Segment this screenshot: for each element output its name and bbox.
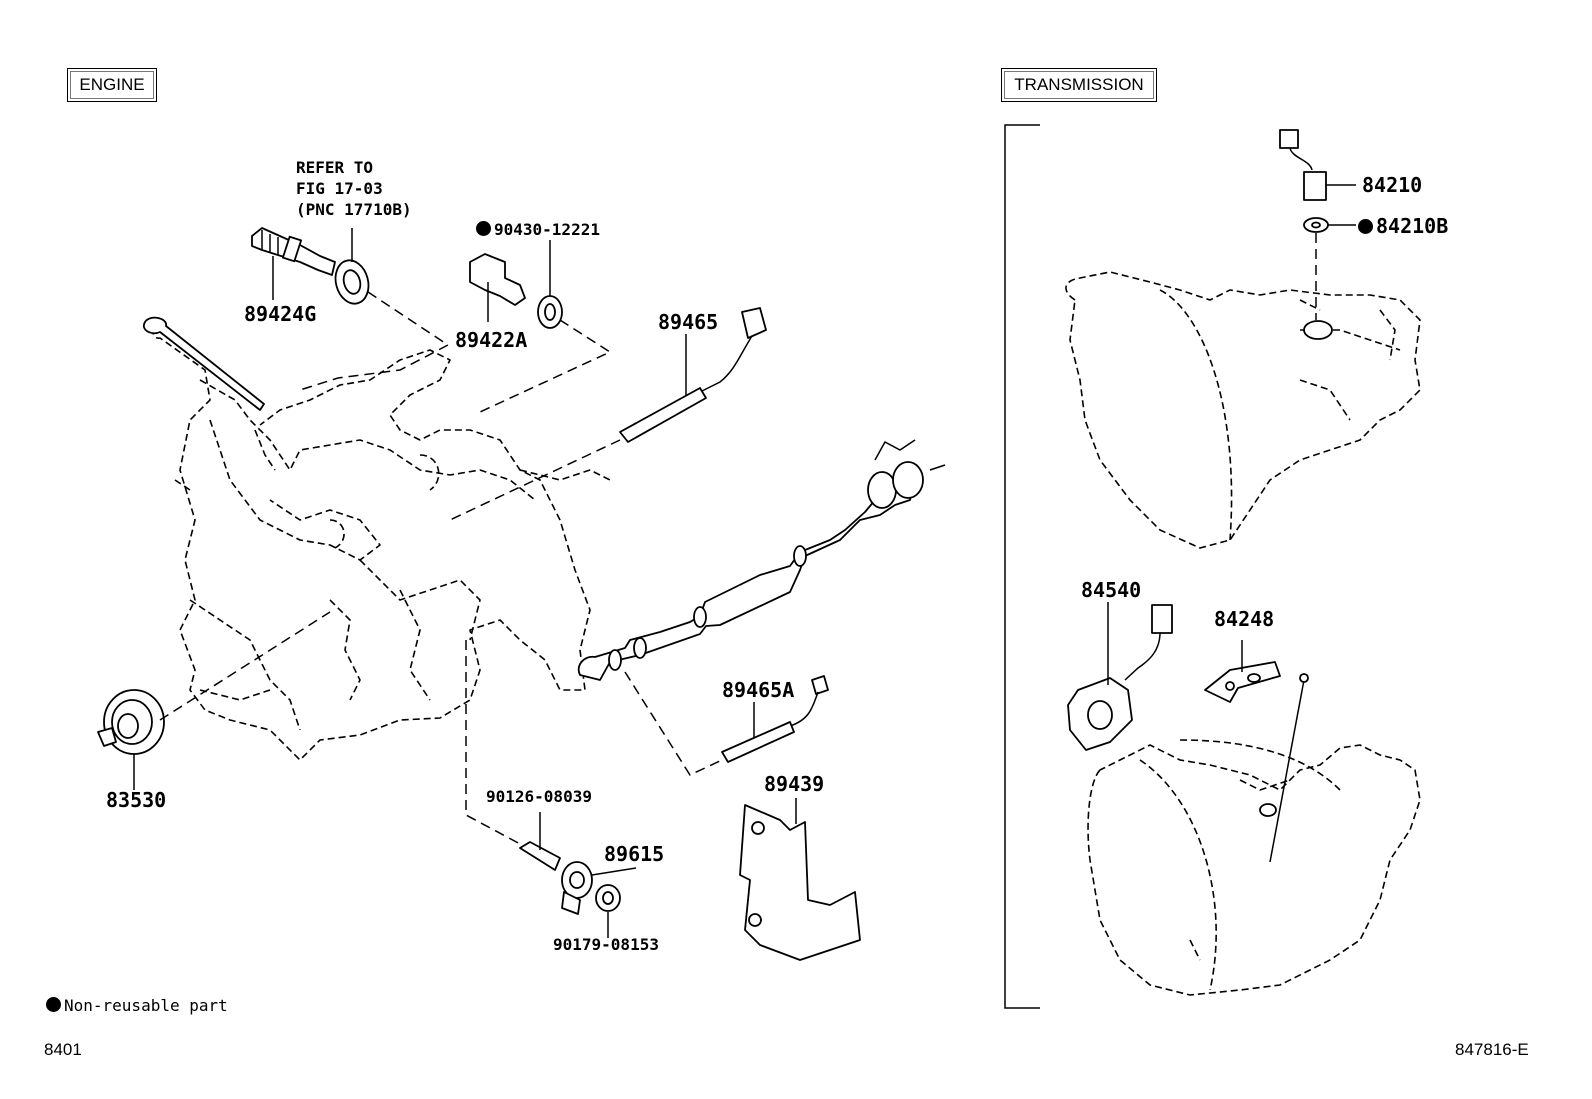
engine-dipstick [142,316,265,411]
refer-note-line3: (PNC 17710B) [296,200,412,219]
leader-89465 [449,439,621,521]
illustration-id: 847816-E [1455,1040,1529,1059]
part-number-84210B: 84210B [1376,214,1449,238]
part-label-84210: 84210 [1362,173,1423,197]
leader-89465A [624,671,723,776]
transmission-bracket-line [1004,124,1040,1009]
part-89465-drawing [619,307,767,443]
part-label-89465: 89465 [658,310,719,334]
part-number-90430: 90430-12221 [494,220,600,239]
part-gasket-drawing [537,240,563,329]
legend-non-reusable: Non-reusable part [46,996,228,1016]
non-reusable-dot-icon [476,221,491,236]
leader-knock-sensor [465,640,523,846]
part-label-90430: 90430-12221 [476,221,600,238]
part-label-89439: 89439 [764,772,825,796]
transmission-lower-outline [1087,739,1421,996]
part-89422A-drawing [469,253,526,322]
refer-note-line2: FIG 17-03 [296,179,383,198]
part-89439-drawing [739,798,861,961]
part-label-84248: 84248 [1214,607,1275,631]
part-84540-drawing [1067,602,1173,751]
part-label-89615: 89615 [604,842,665,866]
section-label-engine: ENGINE [67,68,157,102]
part-label-90126: 90126-08039 [486,787,592,806]
part-89615-drawing [561,861,637,915]
part-label-89465A: 89465A [722,678,795,702]
part-label-89424G: 89424G [244,302,317,326]
refer-note-line1: REFER TO [296,158,374,177]
exhaust-catalyst [577,439,946,681]
leader-89424G [299,291,450,391]
part-label-84540: 84540 [1081,578,1142,602]
part-label-83530: 83530 [106,788,167,812]
part-90179-nut-drawing [595,884,621,938]
legend-text: Non-reusable part [64,996,228,1015]
part-83530-drawing [97,689,165,790]
transmission-upper-outline [1065,271,1421,549]
part-89465A-drawing [721,675,829,763]
part-ring-drawing [334,228,370,305]
section-label-transmission: TRANSMISSION [1001,68,1157,102]
leader-89422A [479,319,612,413]
part-84210-drawing [1279,129,1356,340]
non-reusable-dot-icon [1358,219,1373,234]
legend-dot-icon [46,997,61,1012]
leader-83530 [159,611,331,721]
engine-phantom-outline [152,326,626,761]
figure-number: 8401 [44,1040,82,1059]
part-label-90179: 90179-08153 [553,935,659,954]
part-84248-drawing [1204,640,1281,703]
transmission-shift-rod [1259,673,1309,863]
part-89424G-drawing [251,227,336,300]
part-label-89422A: 89422A [455,328,528,352]
part-label-84210B: 84210B [1358,216,1448,236]
part-90126-bolt-drawing [519,812,561,871]
